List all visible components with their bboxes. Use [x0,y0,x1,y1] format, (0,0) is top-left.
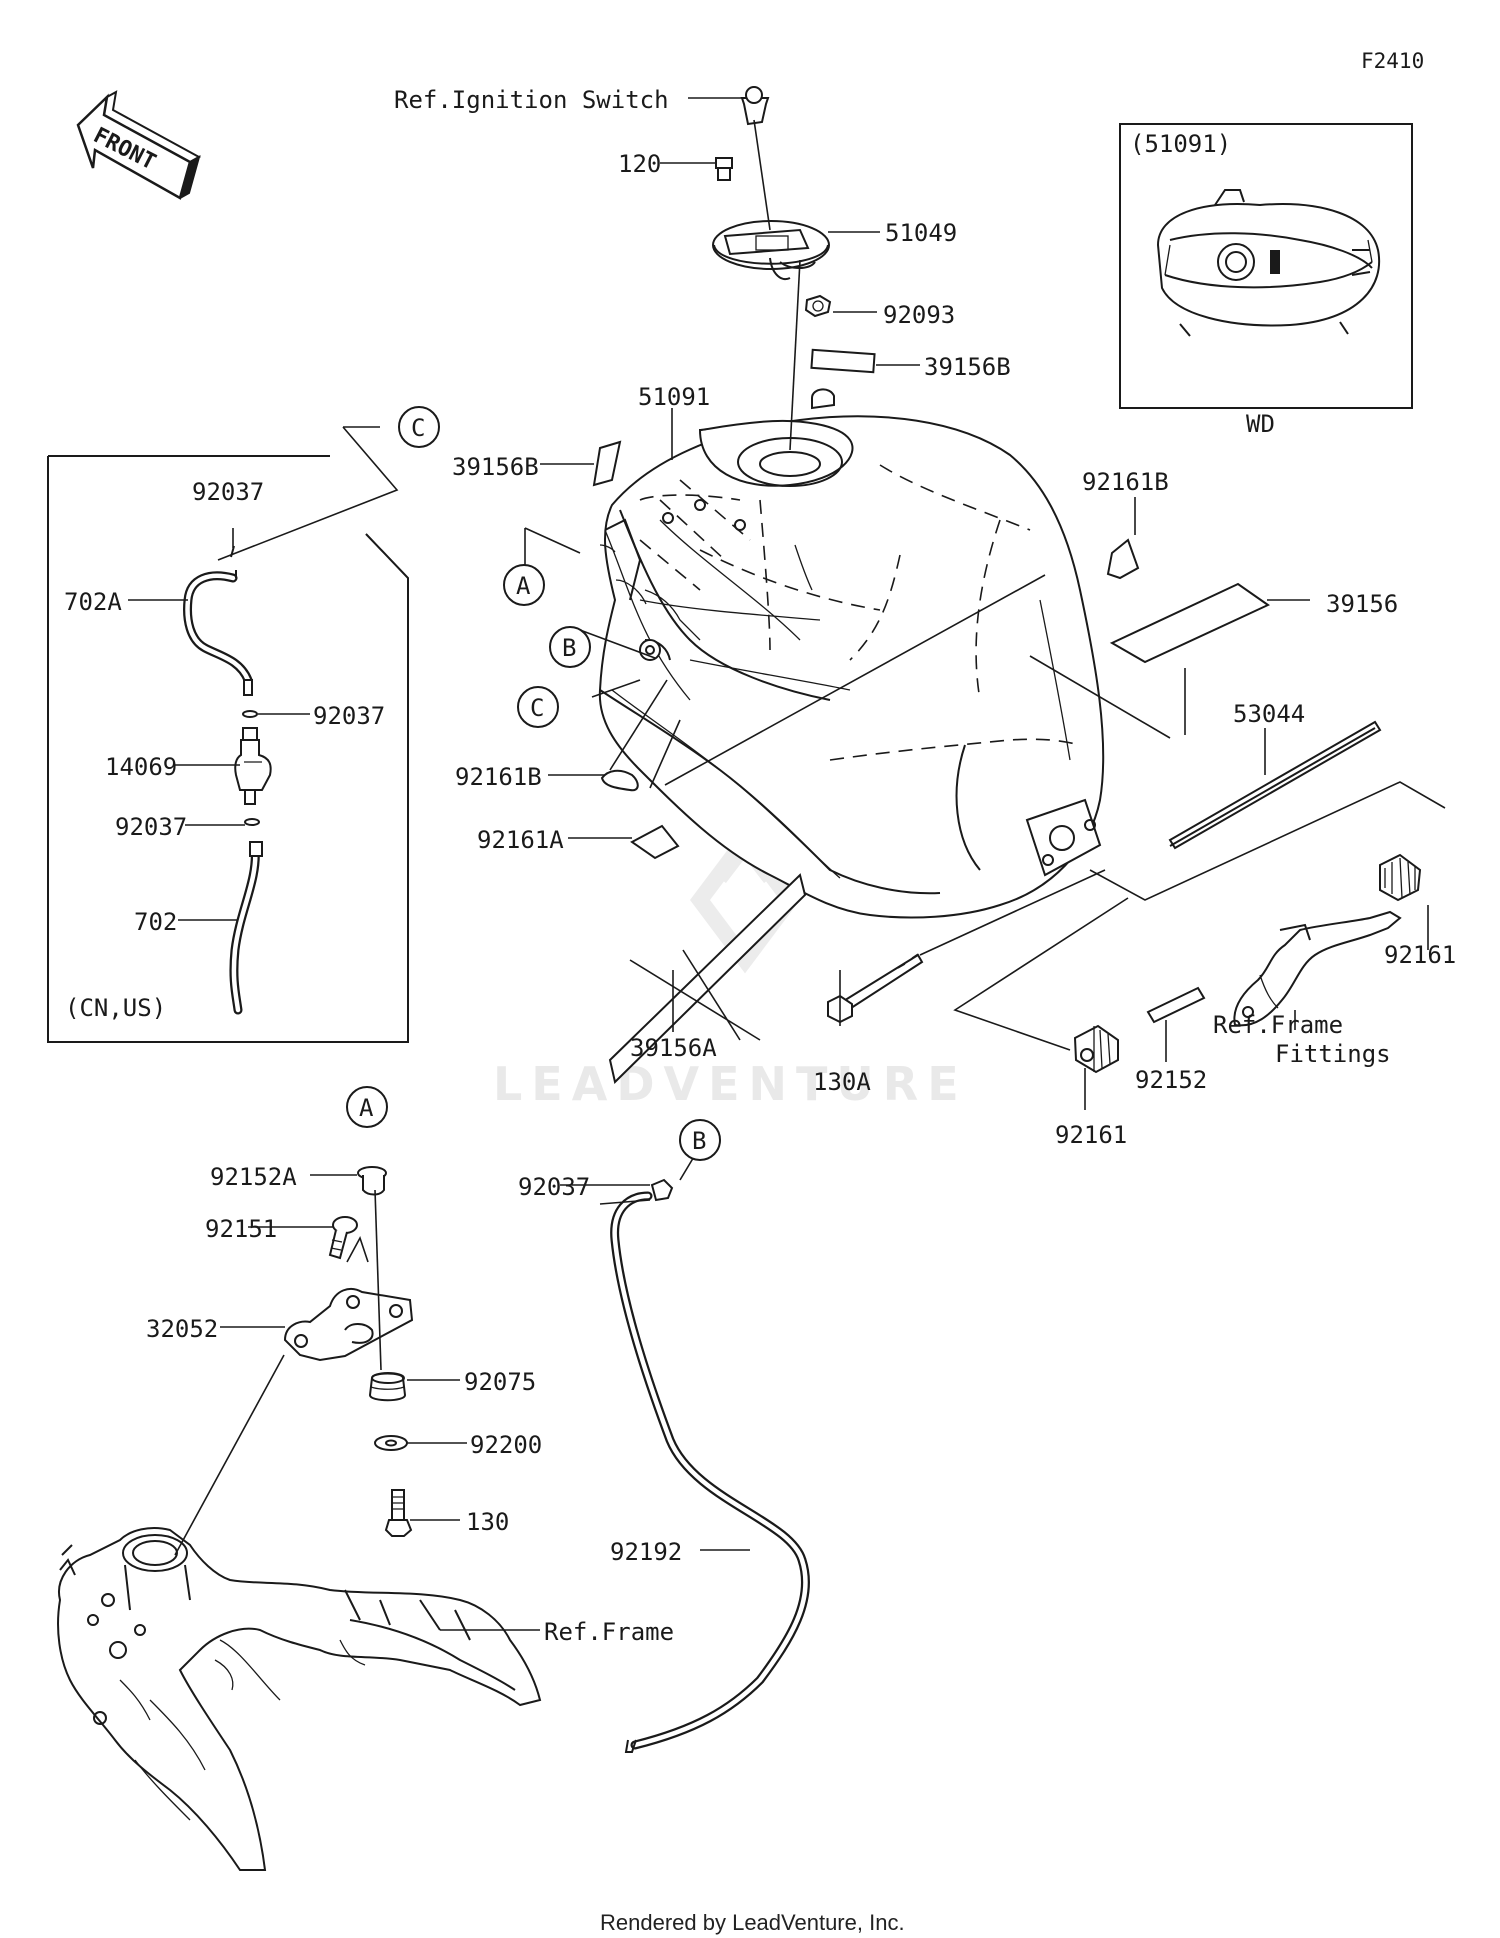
label-92152: 92152 [1135,1066,1207,1094]
label-92075: 92075 [464,1368,536,1396]
subassembly-region: (CN,US) [65,994,166,1022]
collar-92152A [357,1166,387,1196]
fuel-tank-51091 [598,388,1105,919]
label-ref-frame-fittings-1: Ref.Frame [1213,1011,1343,1039]
label-92093: 92093 [883,301,955,329]
label-ref-frame-fittings-2: Fittings [1275,1040,1391,1068]
label-51091: 51091 [638,383,710,411]
callout-a-bracket: A [346,1086,388,1128]
pad-39156 [1109,582,1270,664]
svg-text:C: C [411,414,425,442]
leader-lines [128,97,1446,1631]
ignition-switch-bolt [740,86,770,126]
bracket-32052 [283,1287,414,1362]
collar-92152 [1146,986,1206,1024]
label-39156: 39156 [1326,590,1398,618]
label-702: 702 [134,908,177,936]
label-92161B-left: 92161B [455,763,542,791]
pad-39156B-left [592,440,622,487]
inset-caption: WD [1246,410,1275,438]
label-92200: 92200 [470,1431,542,1459]
label-92037-c2: 92037 [313,702,385,730]
label-92192: 92192 [610,1538,682,1566]
subassembly-box-cn-us: (CN,US) [47,455,409,1043]
damper-92075 [368,1372,407,1402]
label-ref-frame: Ref.Frame [544,1618,674,1646]
label-ref-ignition-switch: Ref.Ignition Switch [394,86,669,114]
svg-text:A: A [359,1094,374,1122]
label-39156B-left: 39156B [452,453,539,481]
label-39156B-top: 39156B [924,353,1011,381]
inset-title: (51091) [1130,130,1231,158]
svg-text:C: C [530,694,544,722]
label-32052: 32052 [146,1315,218,1343]
pad-39156B-top [810,348,876,374]
label-53044: 53044 [1233,700,1305,728]
damper-92161-right [1379,853,1422,902]
callout-b-tank: B [549,626,591,668]
label-14069: 14069 [105,753,177,781]
bolt-92151 [328,1216,358,1260]
seal-53044 [1168,720,1382,850]
label-702A: 702A [64,588,122,616]
render-credit: Rendered by LeadVenture, Inc. [600,1910,905,1935]
part-labels: Ref.Ignition Switch 120 51049 92093 3915… [64,86,1456,1646]
svg-text:B: B [562,634,576,662]
leadventure-watermark: LEADVENTURE [493,826,968,1111]
bolt-130A [827,953,924,1024]
label-39156A: 39156A [630,1034,717,1062]
frame-fittings [1233,910,1402,1027]
label-92152A: 92152A [210,1163,297,1191]
callout-c-tank: C [517,686,559,728]
fuel-cap-51049 [712,220,830,280]
washer-92200 [374,1435,408,1451]
label-92037-c1: 92037 [192,478,264,506]
callout-a-tank: A [503,564,545,606]
label-92151: 92151 [205,1215,277,1243]
washer-92093 [804,294,832,318]
breather-hose-92192 [610,1191,810,1753]
cap-bolt-120 [715,157,733,181]
label-92161-right: 92161 [1384,941,1456,969]
pad-39156A [608,873,807,1084]
label-92161B-right: 92161B [1082,468,1169,496]
damper-92161-bottom [1073,1024,1119,1074]
label-120: 120 [618,150,661,178]
label-130A: 130A [813,1068,871,1096]
pad-92161B-right [1106,538,1140,580]
watermark-text: LEADVENTURE [493,1057,968,1111]
label-92037-b: 92037 [518,1173,590,1201]
label-92161-bottom: 92161 [1055,1121,1127,1149]
clamp-92037-b [650,1178,674,1202]
inset-wd-tank: (51091) WD [1119,123,1413,438]
pad-92161B-left [600,769,639,792]
bolt-130 [384,1489,413,1537]
label-130: 130 [466,1508,509,1536]
svg-text:B: B [692,1127,706,1155]
diagram-code: F2410 [1361,49,1424,73]
label-51049: 51049 [885,219,957,247]
front-arrow-icon: FRONT [76,90,202,200]
frame-ref [57,1527,542,1871]
label-92161A: 92161A [477,826,564,854]
label-92037-c3: 92037 [115,813,187,841]
pad-92161A [630,824,680,860]
svg-text:A: A [516,572,531,600]
callout-b-hose: B [679,1119,721,1161]
callout-c-top: C [398,406,440,448]
